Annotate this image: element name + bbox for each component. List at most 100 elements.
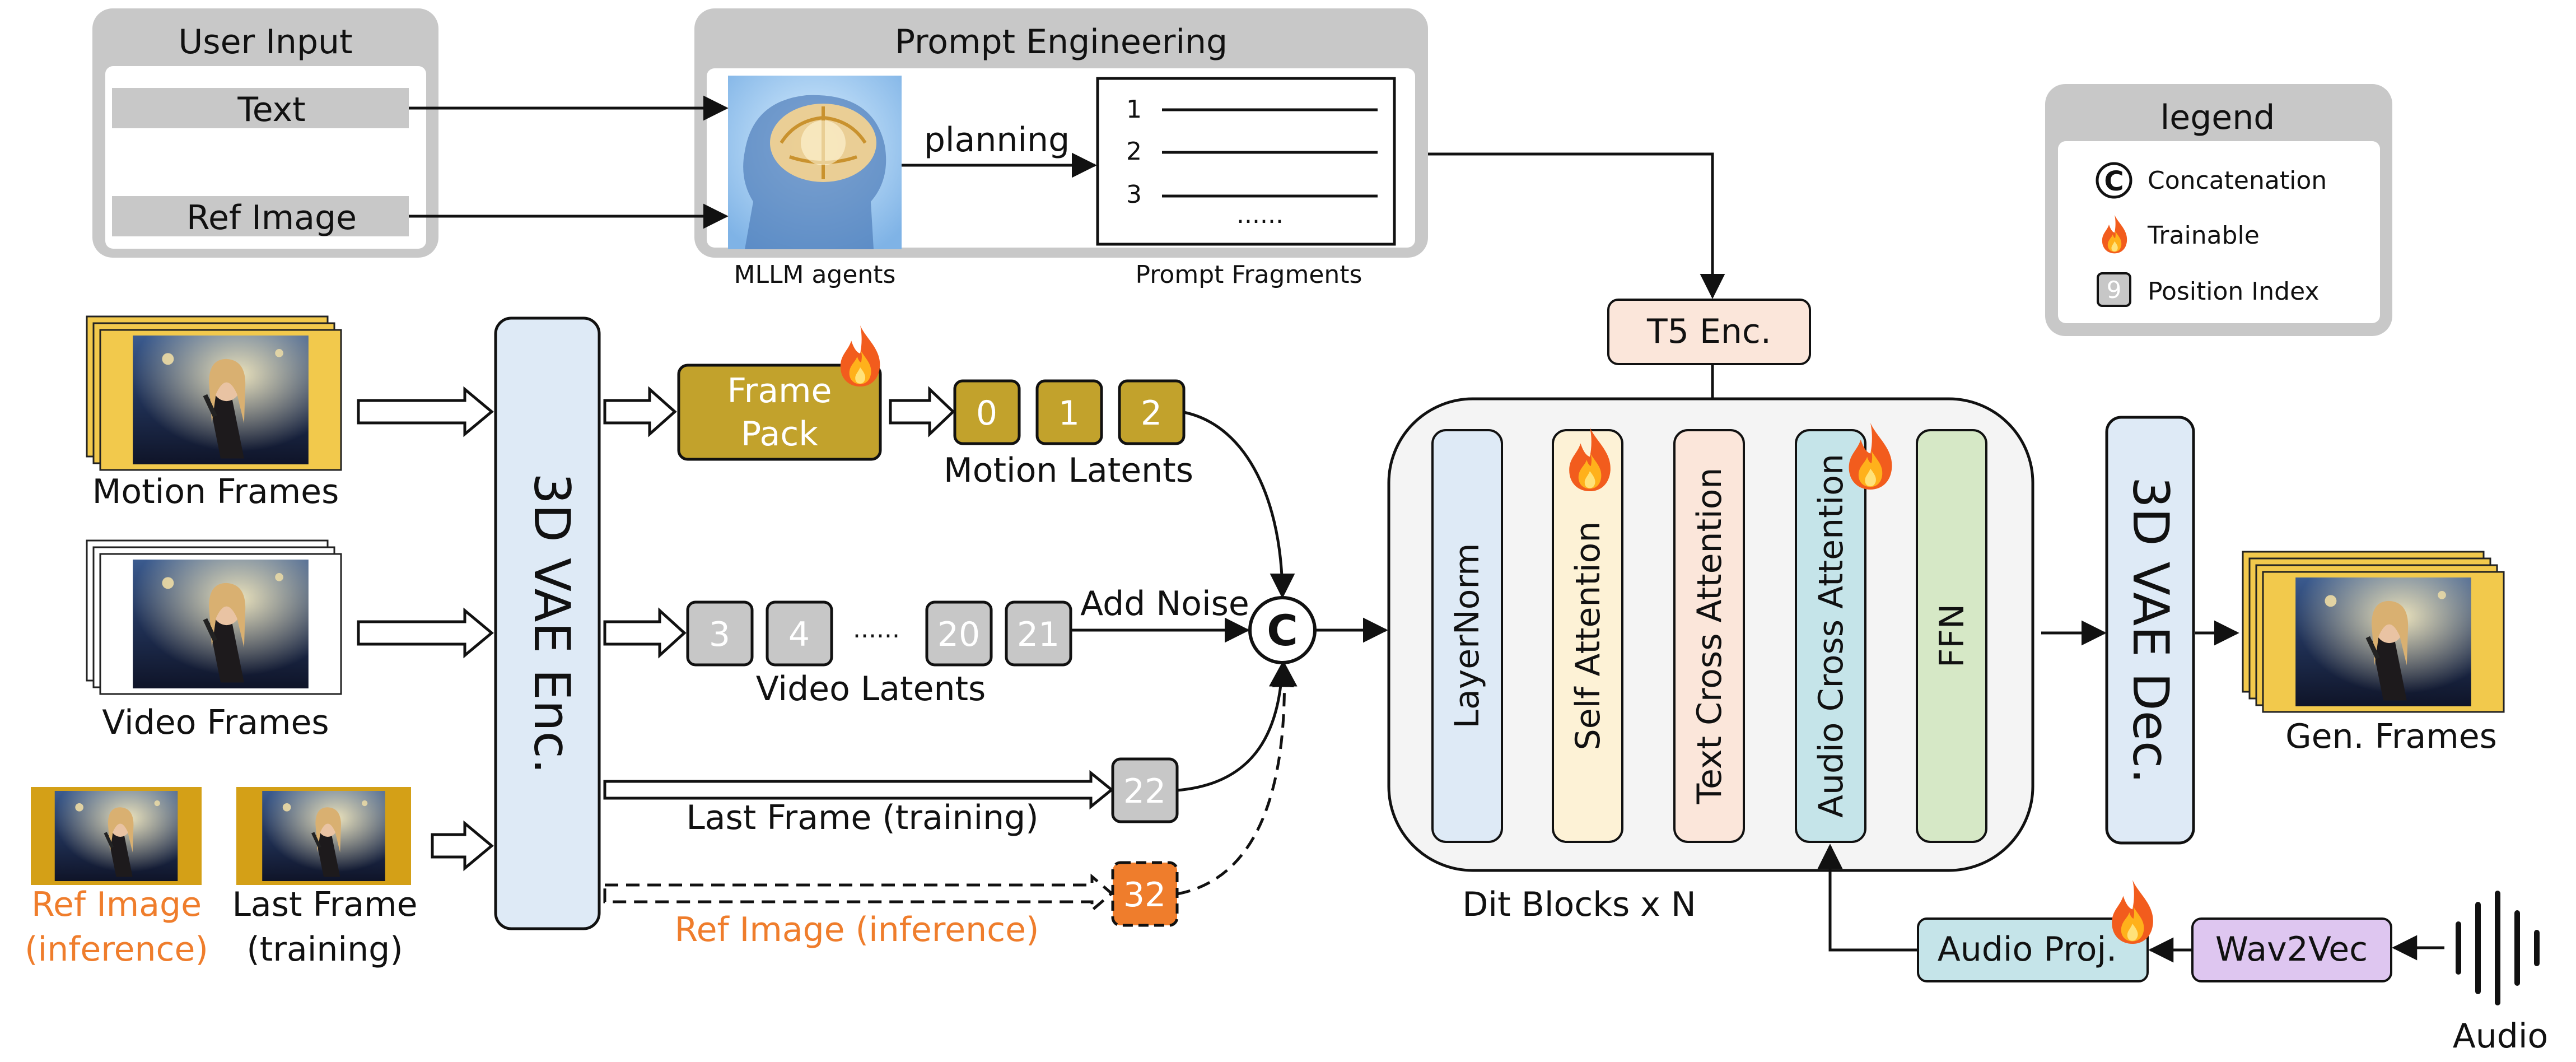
prompt-engineering-title: Prompt Engineering (895, 22, 1228, 62)
audio-proj-trainable-icon (2112, 879, 2153, 944)
video-frames-label: Video Frames (102, 703, 329, 742)
motion-frames-label: Motion Frames (92, 472, 339, 511)
video-latents-label: Video Latents (756, 669, 986, 709)
fragment-ellipsis: ...... (1236, 201, 1284, 229)
video-latent-21: 21 (1005, 600, 1072, 667)
video-latent-3: 3 (686, 600, 754, 667)
ref-image-input-label: Ref Image (186, 198, 357, 237)
video-latents-ellipsis: ...... (853, 615, 900, 644)
concat-node: C (1248, 596, 1317, 664)
legend-concat-label: Concatenation (2148, 166, 2327, 195)
motion-latents-to-concat-curve (1183, 411, 1295, 599)
gen-frames-label: Gen. Frames (2285, 717, 2497, 756)
prompt-fragments-box: 1 2 3 ...... (1096, 77, 1396, 246)
motion-latent-0-index: 0 (976, 394, 997, 433)
last-frame-label-line2: (training) (246, 930, 403, 969)
last-frame-to-concat-curve (1177, 662, 1294, 792)
layernorm-label: LayerNorm (1448, 543, 1487, 729)
legend-title: legend (2160, 98, 2275, 137)
dit-layer-audio-cross-attention: Audio Cross Attention (1795, 429, 1866, 843)
ref-image-frame (31, 787, 202, 885)
ref-image-label-line1: Ref Image (31, 885, 202, 924)
motion-latent-1: 1 (1035, 379, 1103, 445)
motion-latent-2-index: 2 (1141, 394, 1162, 433)
motion-latents-label: Motion Latents (944, 451, 1193, 490)
video-latent-4-index: 4 (788, 615, 810, 654)
user-input-panel: User Input Text Ref Image (92, 8, 438, 258)
fragment-number-3: 3 (1126, 180, 1142, 209)
video-frames-stack (86, 539, 342, 695)
legend-concat-icon: C (2096, 162, 2132, 199)
video-latent-20-index: 20 (937, 615, 980, 654)
last-frame-latent-index: 22 (1123, 772, 1166, 811)
ref-image-to-concat-curve (1177, 662, 1298, 896)
self-attention-label: Self Attention (1569, 521, 1608, 751)
audio-proj-to-cross-attention-arrow (1817, 844, 1918, 952)
audio-label: Audio (2453, 1017, 2549, 1056)
audio-proj-label: Audio Proj. (1938, 930, 2117, 969)
vae-to-framepack-arrow (603, 386, 677, 437)
ref-image-latent-index: 32 (1123, 875, 1166, 915)
video-to-vae-arrow (357, 607, 494, 659)
motion-latent-0: 0 (953, 379, 1021, 445)
last-frame-latent-22: 22 (1111, 757, 1179, 823)
legend-position-sample: 9 (2107, 276, 2122, 304)
legend-concat-symbol: C (2104, 166, 2124, 197)
framepack-to-latents-arrow (889, 386, 955, 437)
prompt-to-t5-arrow (1428, 152, 1725, 299)
video-latent-20: 20 (925, 600, 993, 667)
audio-waveform-icon (2456, 891, 2540, 1005)
dit-layer-layernorm: LayerNorm (1431, 429, 1503, 843)
legend-position-label: Position Index (2148, 277, 2319, 306)
fragment-number-2: 2 (1126, 137, 1142, 166)
prompt-engineering-panel: Prompt Engineering MLLM agents planning … (694, 8, 1428, 289)
vae-to-ref-latent-arrow (603, 873, 1114, 914)
text-input-label: Text (237, 90, 305, 129)
vae-encoder-label: 3D VAE Enc. (523, 473, 581, 774)
frame-pack-trainable-icon (840, 325, 880, 387)
dit-layer-ffn: FFN (1916, 429, 1987, 843)
mllm-agents-caption: MLLM agents (734, 260, 896, 289)
dit-layer-text-cross-attention: Text Cross Attention (1673, 429, 1745, 843)
video-latent-4: 4 (766, 600, 833, 667)
add-noise-label: Add Noise (1080, 584, 1249, 623)
text-cross-attention-label: Text Cross Attention (1690, 468, 1729, 805)
wav2vec-label: Wav2Vec (2215, 930, 2368, 969)
last-frame-label-line1: Last Frame (232, 885, 418, 924)
user-input-title: User Input (178, 22, 352, 62)
vae-encoder-block (494, 316, 601, 930)
motion-latent-2: 2 (1118, 379, 1186, 445)
vae-to-video-latents-arrow (603, 607, 687, 659)
ref-image-latent-32: 32 (1111, 861, 1179, 927)
fragment-number-1: 1 (1126, 95, 1142, 124)
vae-decoder-block (2105, 416, 2195, 845)
ffn-label: FFN (1933, 604, 1972, 668)
frames-to-vae-arrow (431, 820, 494, 872)
concat-symbol: C (1267, 605, 1298, 655)
last-frame-image (236, 787, 411, 885)
frame-pack-label-line2: Pack (741, 414, 818, 454)
legend-panel: legend C Concatenation Trainable 9 Posit… (2045, 84, 2392, 336)
mllm-brain-image (728, 76, 902, 249)
legend-trainable-label: Trainable (2147, 221, 2260, 250)
motion-frames-stack (86, 315, 342, 471)
t5-encoder-block (1607, 299, 1811, 365)
vae-decoder-label: 3D VAE Dec. (2122, 477, 2180, 784)
audio-cross-attention-label: Audio Cross Attention (1812, 454, 1851, 818)
video-latent-3-index: 3 (709, 615, 730, 654)
video-latent-21-index: 21 (1017, 615, 1060, 654)
vae-to-last-frame-latent-arrow (603, 770, 1114, 810)
frame-pack-label-line1: Frame (727, 371, 832, 411)
planning-label: planning (924, 120, 1070, 160)
prompt-fragments-caption: Prompt Fragments (1136, 260, 1362, 289)
motion-to-vae-arrow (357, 386, 494, 437)
legend-position-index-icon: 9 (2097, 272, 2131, 307)
gen-frames-stack (2242, 551, 2505, 713)
ref-image-path-label: Ref Image (inference) (675, 910, 1039, 949)
last-frame-path-label: Last Frame (training) (686, 798, 1038, 837)
motion-latent-1-index: 1 (1058, 394, 1080, 433)
dit-layer-self-attention: Self Attention (1552, 429, 1623, 843)
t5-encoder-label: T5 Enc. (1646, 312, 1771, 351)
dit-blocks-caption: Dit Blocks x N (1462, 885, 1696, 924)
